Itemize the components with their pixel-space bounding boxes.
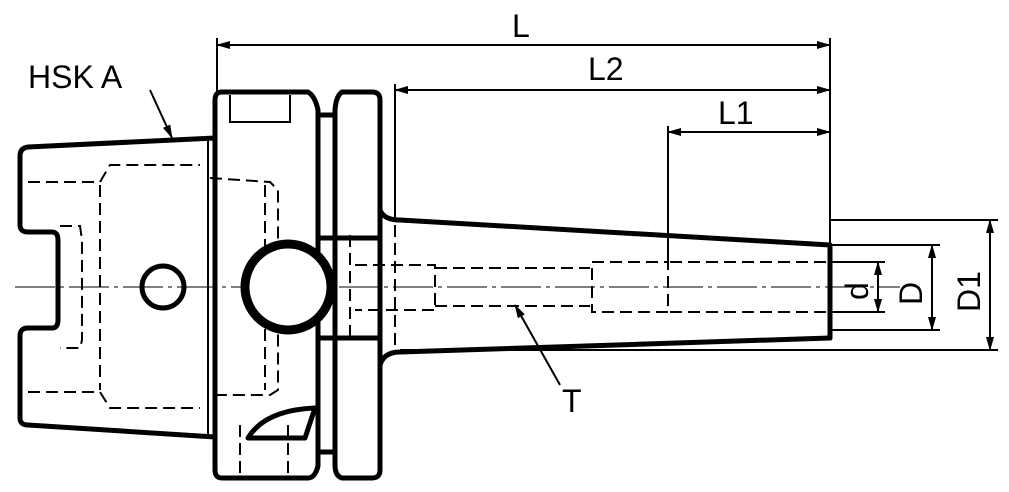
label-hsk-a: HSK A [28,59,123,95]
t-leader [514,304,561,386]
drive-hole [139,263,187,311]
label-D: D [893,282,929,305]
label-L: L [512,8,530,44]
hsk-leader [149,89,173,139]
label-L1: L1 [718,95,754,131]
label-L2: L2 [588,51,624,87]
flange [212,89,436,481]
label-D1: D1 [951,271,987,312]
taper-body [377,207,833,368]
hsk-shank [17,135,279,440]
dimensions [149,38,998,386]
label-T: T [562,383,582,419]
clamp-bore [240,239,336,335]
label-d: d [839,282,875,300]
